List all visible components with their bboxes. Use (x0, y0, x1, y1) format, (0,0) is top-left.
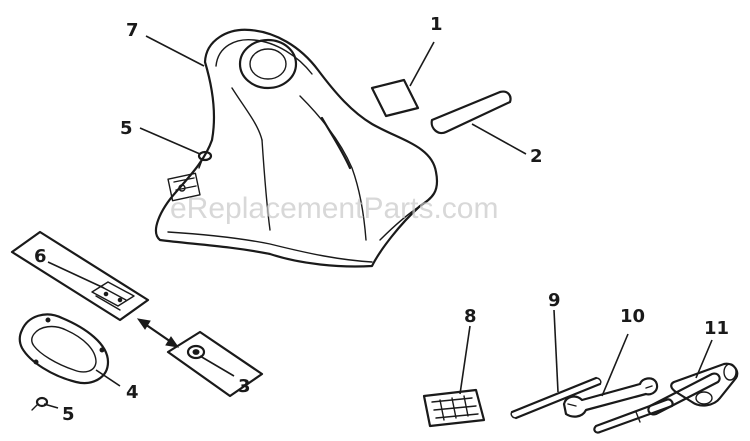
leader-7 (145, 35, 205, 67)
callout-2: 2 (530, 146, 543, 167)
leader-9 (553, 309, 559, 393)
callout-6: 6 (34, 246, 47, 267)
watermark: eReplacementParts.com (170, 192, 498, 225)
leader-5-lower (43, 403, 59, 409)
callout-8: 8 (464, 306, 477, 327)
bracket-box-part-6 (10, 230, 150, 322)
screw-part-5-upper (197, 150, 213, 169)
leader-1 (409, 41, 435, 87)
wrench-part-10 (562, 377, 674, 434)
callout-5-lower: 5 (62, 404, 75, 425)
guard-shield-part-7 (154, 28, 439, 268)
screw-part-5-lower (31, 396, 49, 411)
callout-7: 7 (126, 20, 139, 41)
leader-4 (95, 369, 121, 387)
leader-2 (471, 123, 527, 155)
callout-5-upper: 5 (120, 118, 133, 139)
label-part-2 (430, 90, 512, 135)
leader-5-upper (139, 127, 201, 155)
callout-11: 11 (704, 318, 729, 339)
leader-3 (199, 355, 235, 377)
label-part-1 (370, 78, 420, 118)
callout-4: 4 (126, 382, 139, 403)
leader-11 (695, 339, 713, 379)
leader-lines (43, 35, 713, 409)
leader-8 (459, 325, 471, 395)
gasket-part-4 (18, 313, 110, 385)
nut-box-part-3 (166, 330, 264, 398)
socket-wrench-part-11 (647, 362, 739, 416)
callout-3: 3 (238, 376, 251, 397)
callout-1: 1 (430, 14, 443, 35)
leader-6 (47, 261, 105, 289)
rod-part-9 (510, 376, 602, 420)
callout-labels: 7 5 1 2 6 3 4 5 8 9 10 11 (34, 14, 729, 425)
bag-part-8 (422, 388, 486, 428)
leader-10 (601, 333, 629, 397)
double-arrow (136, 318, 180, 348)
callout-9: 9 (548, 290, 561, 311)
callout-10: 10 (620, 306, 645, 327)
